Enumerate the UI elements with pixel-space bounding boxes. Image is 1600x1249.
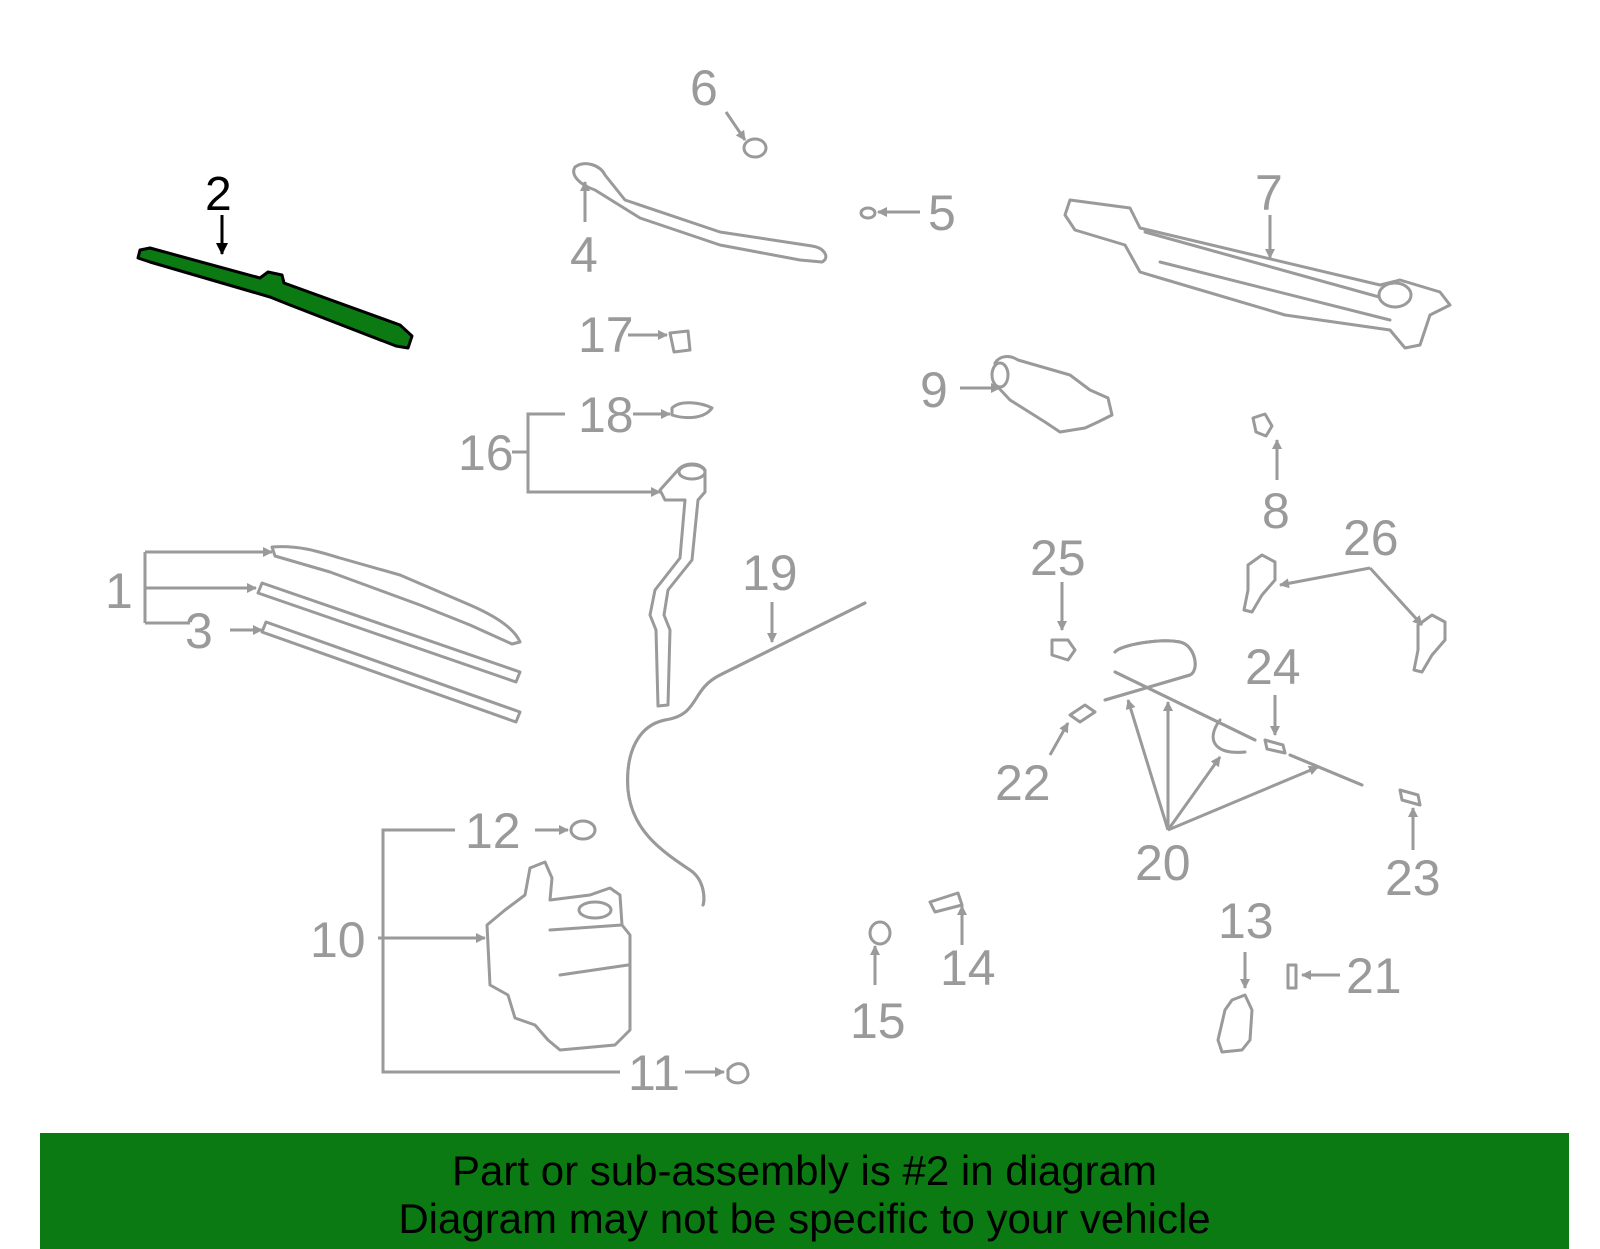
callout-20: 20	[1135, 835, 1191, 891]
callout-21: 21	[1346, 948, 1402, 1004]
grommet-part-11	[685, 1062, 750, 1085]
washer-reservoir-part-10	[378, 860, 632, 1052]
callout-18: 18	[578, 387, 634, 443]
blade-assembly-part-1	[143, 545, 522, 724]
callout-15: 15	[850, 993, 906, 1049]
joint-part-23	[1398, 788, 1422, 850]
banner-line-2: Diagram may not be specific to your vehi…	[398, 1195, 1211, 1242]
callout-9: 9	[920, 362, 948, 418]
cap-part-6	[724, 111, 768, 159]
callout-4: 4	[570, 227, 598, 283]
reservoir-bracket-lines	[381, 828, 620, 1074]
callout-17: 17	[578, 307, 634, 363]
pump-part-13	[1216, 952, 1254, 1054]
nozzle-part-17	[628, 329, 692, 354]
callout-12: 12	[465, 803, 521, 859]
callout-3: 3	[185, 603, 213, 659]
wiper-linkage-part-7	[1063, 198, 1452, 350]
callout-5: 5	[928, 185, 956, 241]
joint-part-24	[1263, 695, 1287, 755]
callout-6: 6	[690, 60, 718, 116]
cap-part-12	[535, 819, 597, 841]
callout-22: 22	[995, 755, 1051, 811]
callout-26: 26	[1343, 510, 1399, 566]
joint-part-22	[1048, 703, 1097, 756]
cap-part-18	[633, 401, 714, 420]
wiper-motor-part-9	[960, 355, 1114, 434]
callout-11: 11	[628, 1045, 680, 1101]
callout-8: 8	[1262, 483, 1290, 539]
nut-part-5	[859, 206, 920, 220]
info-banner: Part or sub-assembly is #2 in diagram Di…	[40, 1133, 1569, 1249]
callout-1: 1	[105, 563, 133, 619]
callout-23: 23	[1385, 850, 1441, 906]
filler-neck-part-16	[512, 412, 707, 708]
callout-16: 16	[458, 425, 514, 481]
connector-part-14	[928, 891, 967, 945]
callout-7: 7	[1255, 165, 1283, 221]
banner-line-1: Part or sub-assembly is #2 in diagram	[452, 1147, 1157, 1194]
callout-24: 24	[1245, 639, 1301, 695]
washer-hose-part-19	[626, 601, 867, 907]
wiper-blade-part-2[interactable]	[136, 215, 414, 350]
clip-part-25	[1050, 582, 1077, 662]
callout-14: 14	[940, 940, 996, 996]
callout-19: 19	[742, 545, 798, 601]
bolt-part-8	[1251, 412, 1282, 480]
callout-2: 2	[205, 168, 232, 221]
hoses-part-20	[1103, 639, 1364, 832]
check-valve-part-21	[1286, 963, 1340, 990]
callout-13: 13	[1218, 893, 1274, 949]
callout-25: 25	[1030, 530, 1086, 586]
grommet-part-15	[868, 920, 892, 985]
wiper-arm-part-4	[572, 162, 828, 264]
callout-10: 10	[310, 912, 366, 968]
washer-nozzles-part-26	[1242, 553, 1447, 674]
